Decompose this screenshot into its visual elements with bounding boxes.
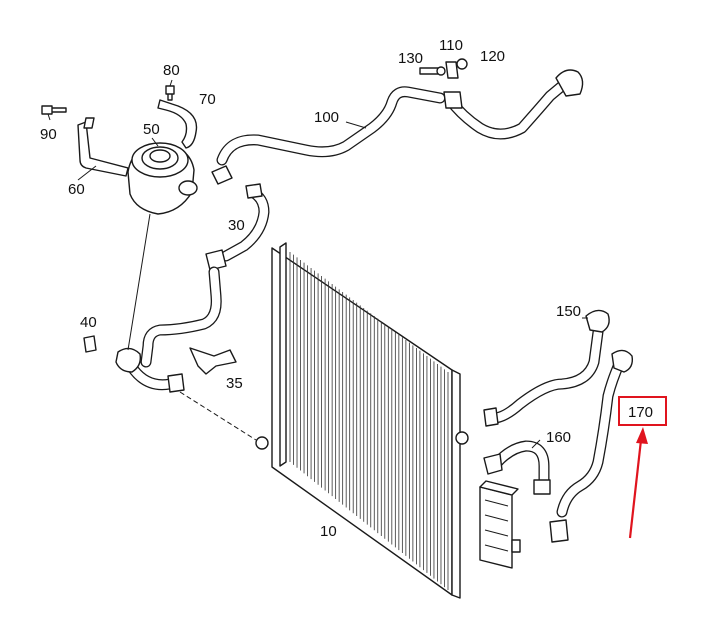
label-130: 130 [398,50,423,67]
highlight-arrowhead [636,427,648,444]
leader-50 [151,137,159,147]
leader-pump-tank [127,213,151,351]
leader-80 [169,79,173,87]
bracket-60 [77,121,129,177]
label-90: 90 [40,126,57,143]
bracket-35 [189,347,237,375]
label-170: 170 [628,404,653,421]
bolt-90 [41,105,67,115]
part-40 [83,335,97,353]
hose-160 [483,440,551,495]
highlight-box [618,396,667,426]
hose-170 [549,349,634,543]
label-30: 30 [228,217,245,234]
label-35: 35 [226,375,243,392]
clamp-70 [157,99,198,149]
hose-30 [205,183,270,271]
label-50: 50 [143,121,160,138]
label-160: 160 [546,429,571,446]
screw-80 [165,85,175,101]
leader-60 [77,165,97,181]
bracket-60b [83,117,95,129]
label-120: 120 [480,48,505,65]
label-60: 60 [68,181,85,198]
hose-100 [211,69,584,185]
leader-160 [531,439,541,449]
expansion-tank [127,142,198,215]
leader-90 [47,113,51,121]
label-40: 40 [80,314,97,331]
dash-to-radiator [179,391,257,441]
label-150: 150 [556,303,581,320]
fittings-110-120-130 [419,58,468,79]
label-100: 100 [314,109,339,126]
label-70: 70 [199,91,216,108]
label-80: 80 [163,62,180,79]
leader-100 [345,121,367,129]
highlight-arrow [628,439,643,539]
hose-lower-left [115,266,222,393]
radiator [255,242,469,599]
label-110: 110 [439,37,463,54]
oil-cooler [479,480,521,569]
radiator-fins [289,252,449,590]
label-10: 10 [320,523,337,540]
hose-150 [483,309,610,427]
